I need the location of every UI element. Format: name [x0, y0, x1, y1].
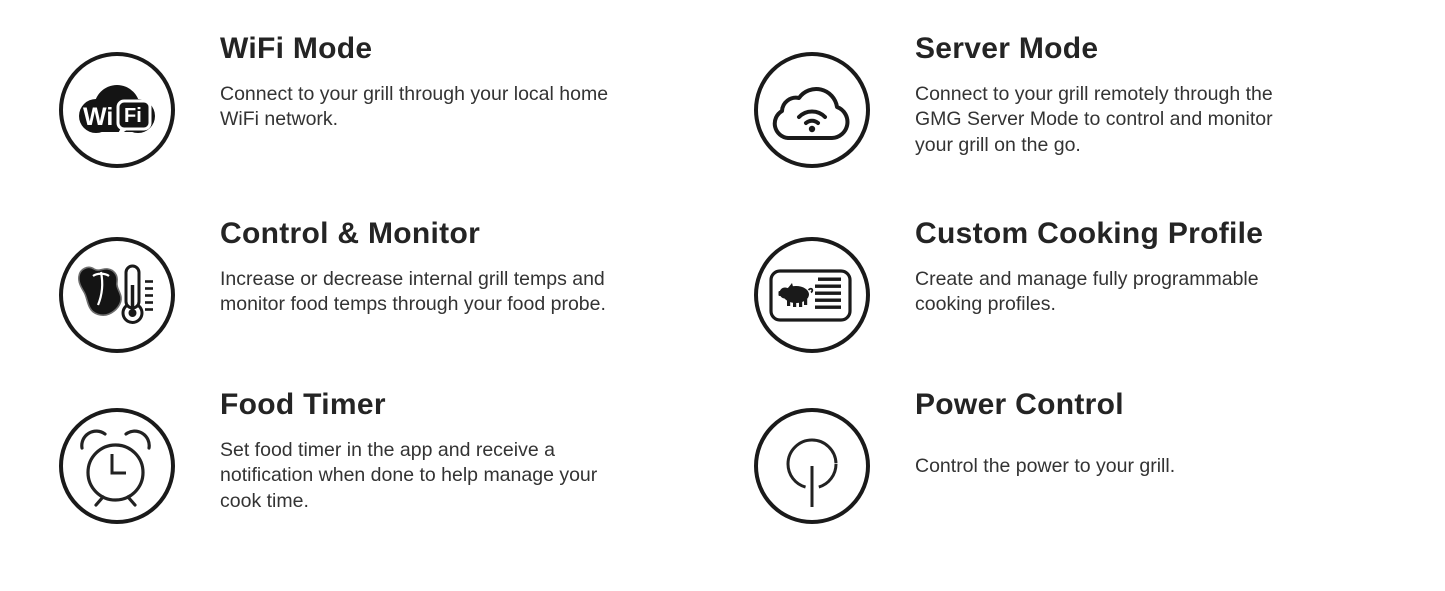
feature-text: Control & Monitor Increase or decrease i… [220, 217, 606, 318]
feature-title: WiFi Mode [220, 32, 373, 65]
feature-card-custom-cooking-profile: Custom Cooking Profile Create and manage… [695, 217, 1445, 353]
features-grid: Wi Fi WiFi Mode Connect to your grill th… [0, 32, 1445, 524]
wifi-logo-fi-text: Fi [124, 105, 142, 127]
steak-thermometer-icon [59, 237, 175, 353]
feature-description: Increase or decrease internal grill temp… [220, 267, 606, 316]
feature-text: Power Control Control the power to your … [915, 388, 1175, 479]
feature-description: Control the power to your grill. [915, 454, 1176, 477]
feature-title: Custom Cooking Profile [915, 217, 1264, 250]
feature-card-power-control: Power Control Control the power to your … [695, 388, 1445, 524]
feature-text: Custom Cooking Profile Create and manage… [915, 217, 1263, 318]
cloud-wifi-icon [754, 52, 870, 168]
feature-card-food-timer: Food Timer Set food timer in the app and… [0, 388, 695, 524]
wifi-logo-wi-text: Wi [83, 103, 113, 131]
power-button-icon [754, 408, 870, 524]
feature-title: Server Mode [915, 32, 1099, 65]
feature-description: Set food timer in the app and receive a … [220, 438, 598, 512]
alarm-clock-icon [59, 408, 175, 524]
feature-card-server-mode: Server Mode Connect to your grill remote… [695, 32, 1445, 168]
pig-profile-card-icon [754, 237, 870, 353]
feature-text: WiFi Mode Connect to your grill through … [220, 32, 608, 133]
feature-title: Food Timer [220, 388, 386, 421]
feature-text: Server Mode Connect to your grill remote… [915, 32, 1273, 158]
feature-text: Food Timer Set food timer in the app and… [220, 388, 597, 514]
feature-card-control-monitor: Control & Monitor Increase or decrease i… [0, 217, 695, 353]
wifi-logo-icon: Wi Fi [59, 52, 175, 168]
feature-title: Power Control [915, 388, 1124, 421]
feature-card-wifi-mode: Wi Fi WiFi Mode Connect to your grill th… [0, 32, 695, 168]
feature-description: Connect to your grill remotely through t… [915, 82, 1273, 156]
feature-description: Create and manage fully programmable coo… [915, 267, 1259, 316]
feature-description: Connect to your grill through your local… [220, 82, 609, 131]
feature-title: Control & Monitor [220, 217, 481, 250]
